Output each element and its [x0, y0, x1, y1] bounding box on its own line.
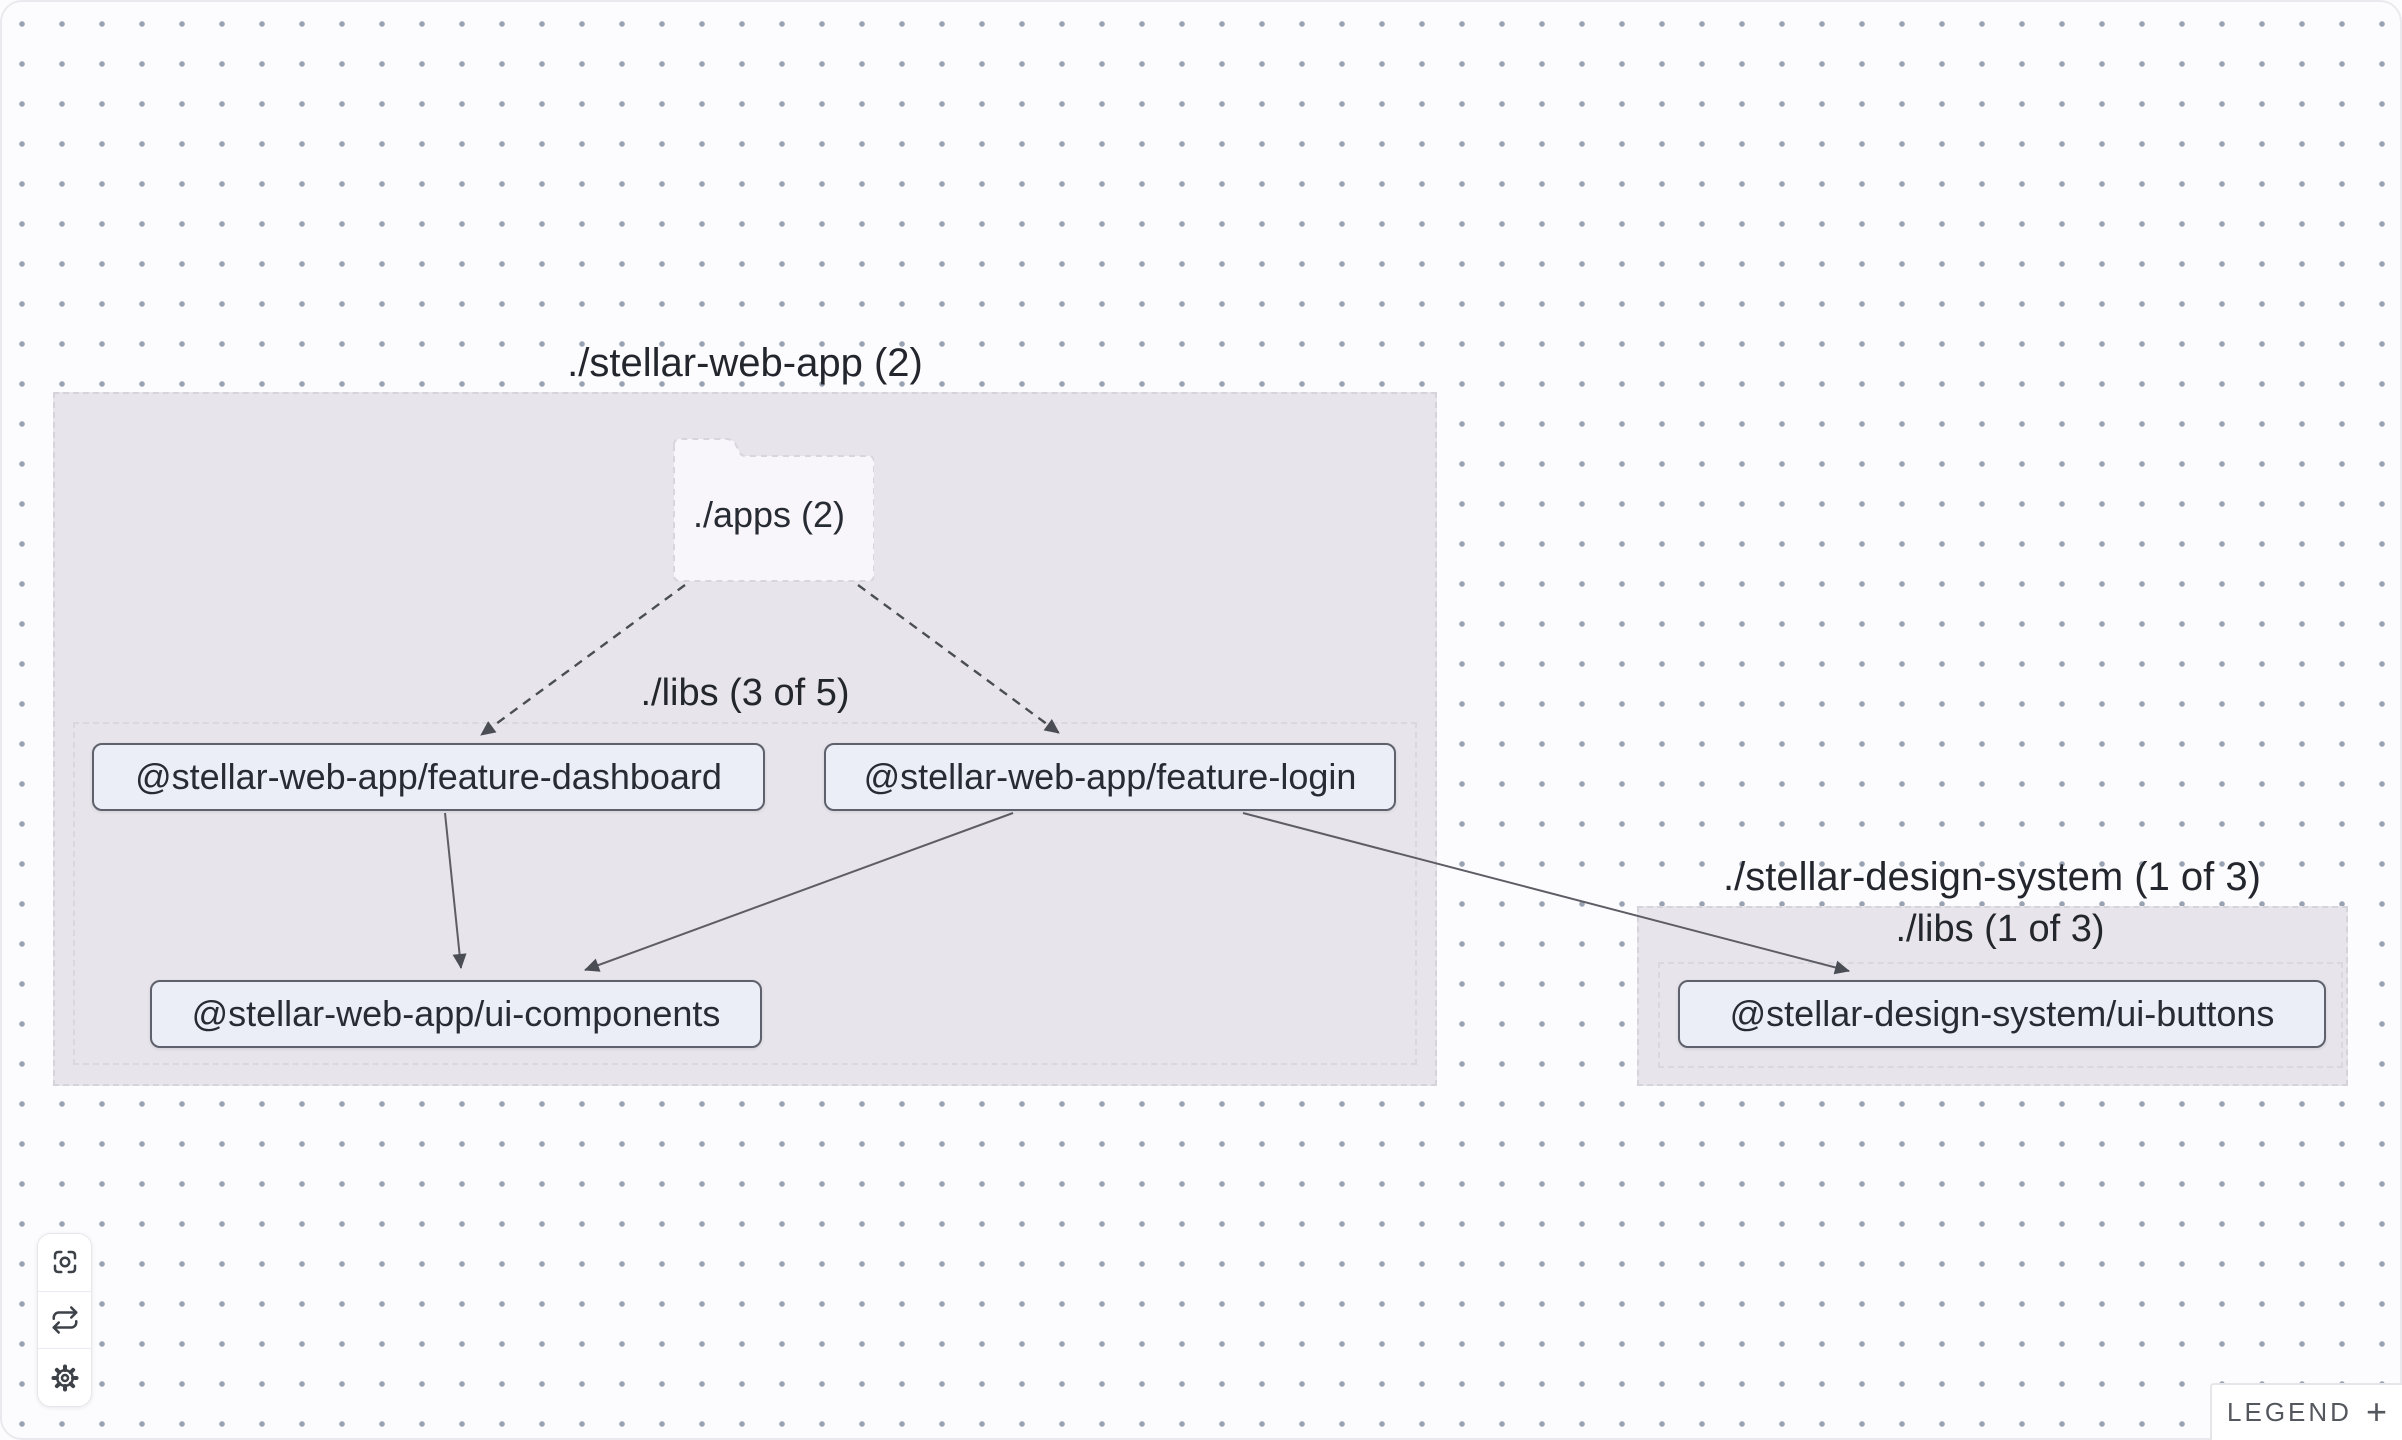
legend-expander[interactable]: LEGEND +	[2210, 1383, 2402, 1440]
project-node-feature-dashboard[interactable]: @stellar-web-app/feature-dashboard	[92, 743, 765, 811]
graph-toolbar	[37, 1233, 92, 1407]
project-node-label: @stellar-web-app/ui-components	[191, 993, 721, 1034]
subgroup-label-design-system-libs: ./libs (1 of 3)	[1895, 908, 2105, 950]
project-node-feature-login[interactable]: @stellar-web-app/feature-login	[824, 743, 1396, 811]
project-node-label: @stellar-web-app/feature-dashboard	[135, 756, 722, 797]
subgroup-design-system-libs	[1658, 962, 2343, 1068]
settings-button[interactable]	[38, 1348, 91, 1406]
group-title-stellar-design-system: ./stellar-design-system (1 of 3)	[1723, 855, 2261, 899]
project-node-label: @stellar-design-system/ui-buttons	[1729, 993, 2275, 1034]
group-title-stellar-web-app: ./stellar-web-app (2)	[567, 341, 923, 385]
legend-label: LEGEND	[2227, 1397, 2352, 1427]
project-node-label: @stellar-web-app/feature-login	[863, 756, 1357, 797]
settings-icon	[50, 1364, 79, 1392]
project-node-ui-components[interactable]: @stellar-web-app/ui-components	[150, 980, 762, 1048]
focus-icon	[53, 1251, 76, 1274]
refresh-button[interactable]	[38, 1290, 91, 1349]
refresh-icon	[52, 1306, 77, 1334]
project-node-ui-buttons[interactable]: @stellar-design-system/ui-buttons	[1678, 980, 2326, 1048]
subgroup-label-web-app-libs: ./libs (3 of 5)	[640, 672, 850, 714]
folder-icon	[673, 438, 874, 582]
composite-node-apps[interactable]	[664, 429, 874, 587]
focus-button[interactable]	[38, 1234, 91, 1291]
plus-icon: +	[2365, 1390, 2387, 1432]
